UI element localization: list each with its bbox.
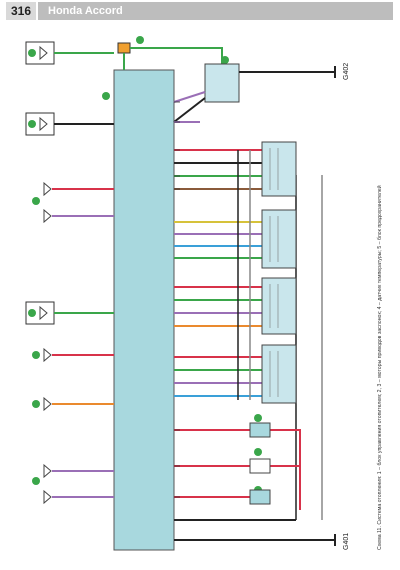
ground-label-top: G402 [343,63,350,80]
left-wires [52,52,114,498]
bottom-wires [174,429,335,541]
bottom-components [249,422,271,505]
control-unit-block [113,69,175,551]
relay-block [204,63,240,103]
header-bar [38,2,393,20]
fuse-symbol [117,42,131,54]
ground-label-bottom: G401 [343,533,350,550]
right-wires [174,149,262,397]
sensor-1 [249,422,271,438]
page-title: Honda Accord [48,5,123,17]
sensor-3 [249,489,271,505]
left-connectors [25,41,55,325]
page-header: 316 Honda Accord [0,0,400,22]
sub-modules [261,141,297,404]
submodule-3 [261,277,297,335]
page-number: 316 [6,2,36,20]
figure-caption-area: Схема 11. Система отопления: 1 – блок уп… [355,30,385,550]
sensor-2 [249,458,271,474]
submodule-2 [261,209,297,269]
submodule-4 [261,344,297,404]
left-connector-marks [39,45,52,505]
ecu-pins [174,101,180,521]
figure-caption: Схема 11. Система отопления: 1 – блок уп… [377,185,383,550]
submodule-text-lines [269,148,279,397]
submodule-1 [261,141,297,197]
